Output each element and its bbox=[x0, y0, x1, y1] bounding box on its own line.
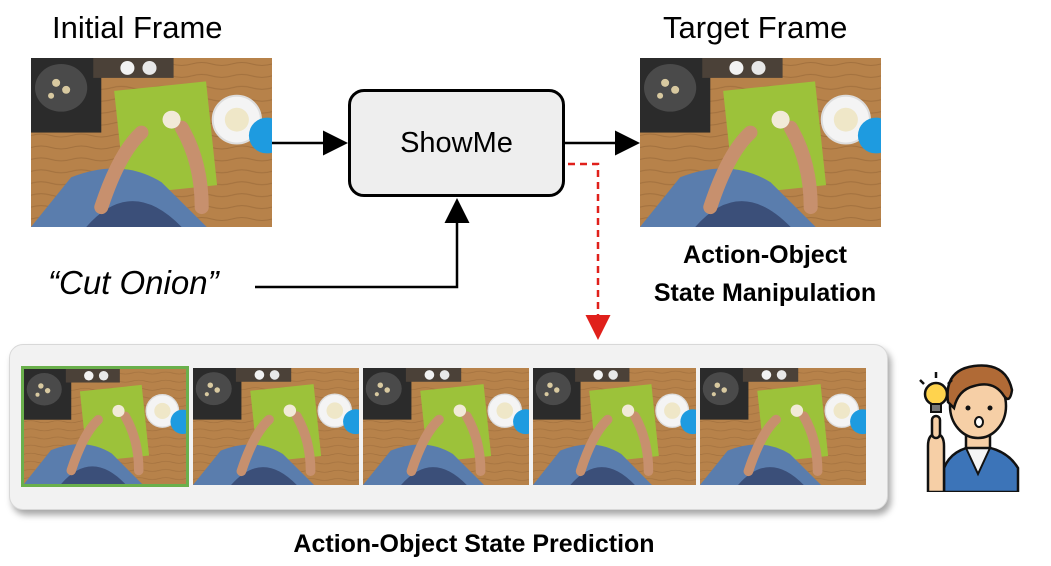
initial-frame-title: Initial Frame bbox=[52, 10, 223, 45]
prediction-frame-1 bbox=[21, 366, 189, 487]
prediction-frame-2 bbox=[193, 368, 359, 485]
target-frame-title: Target Frame bbox=[663, 10, 848, 45]
model-label: ShowMe bbox=[400, 126, 513, 159]
dashed-arrow-down-icon bbox=[568, 162, 611, 340]
prediction-label: Action-Object State Prediction bbox=[293, 530, 655, 558]
prompt-text: “Cut Onion” bbox=[48, 264, 219, 301]
manipulation-label-line1: Action-Object bbox=[683, 241, 847, 269]
manipulation-label: Action-Object State Manipulation bbox=[630, 236, 900, 312]
showme-model-box: ShowMe bbox=[348, 89, 565, 197]
prediction-frame-5 bbox=[700, 368, 866, 485]
lightbulb-person-icon bbox=[914, 356, 1042, 492]
prediction-frame-4 bbox=[533, 368, 696, 485]
prediction-frame-3 bbox=[363, 368, 529, 485]
manipulation-label-line2: State Manipulation bbox=[653, 279, 877, 307]
arrow-up-icon bbox=[255, 198, 470, 289]
